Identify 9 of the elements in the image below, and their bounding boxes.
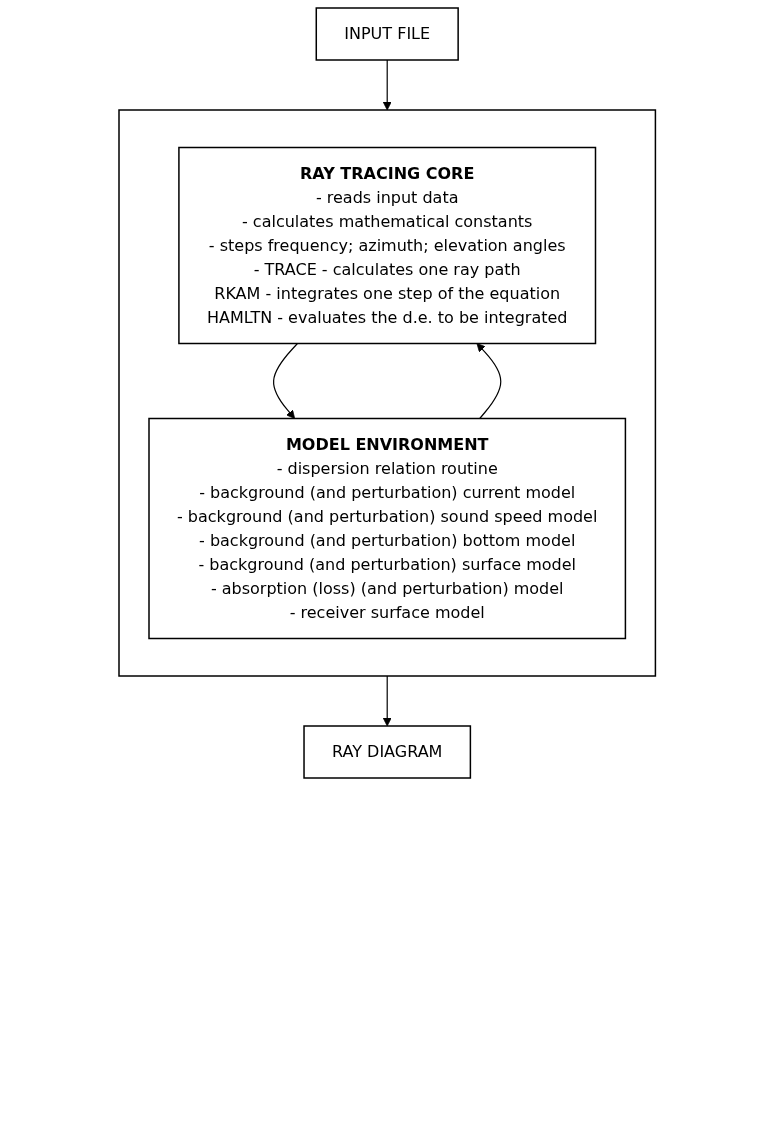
node-box: RAY TRACING CORE - reads input data - calculates mathematical constants - steps frequency; azimuth; elevation angles - TRACE - calculates one ray path RKAM - integrates one step of the equation HAMLTN - evaluates the d.e. to be integrated [177,146,597,345]
arrow [382,675,392,727]
node-box: RAY DIAGRAM [303,725,471,779]
arrow [272,342,298,419]
cluster [118,109,656,677]
arrow [476,343,502,420]
arrow [382,59,392,111]
node-box: MODEL ENVIRONMENT - dispersion relation routine - background (and perturbation) current model - background (and perturbation) sound speed model - background (and perturbation) bottom model - background (and perturbation) surface model - absorption (loss) (and perturbation) model - receiver surface model [148,417,626,640]
node-box: INPUT FILE [315,7,459,61]
